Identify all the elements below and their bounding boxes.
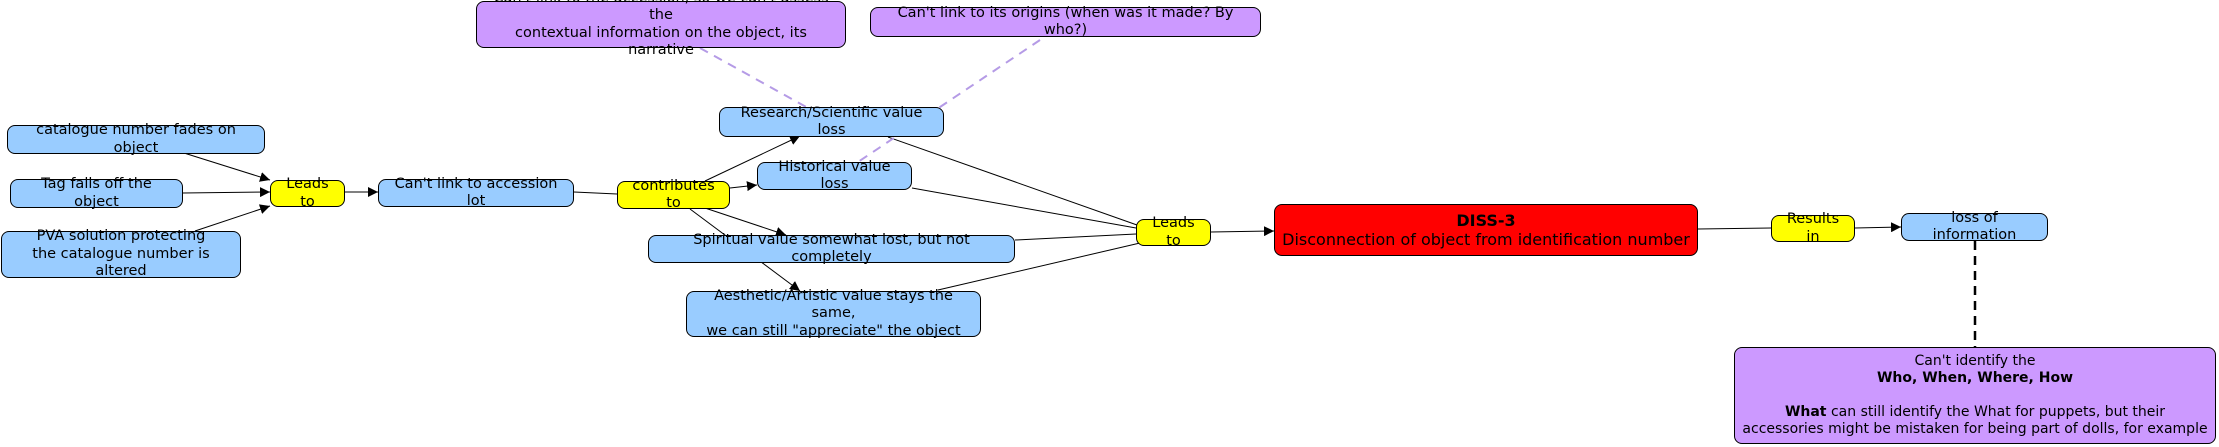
node-historical-value-label: Historical value loss xyxy=(778,158,891,192)
node-pva-solution[interactable]: PVA solution protecting the catalogue nu… xyxy=(1,228,241,280)
node-accession-lot[interactable]: Can't link to accession lot xyxy=(378,176,574,209)
node-loss-of-information[interactable]: loss of information xyxy=(1901,210,2048,243)
note-identify-what: What xyxy=(1784,404,1827,420)
node-spiritual-value[interactable]: Spiritual value somewhat lost, but not c… xyxy=(648,232,1015,265)
node-diss-3-title: DISS-3 xyxy=(1456,210,1516,230)
node-tag-falls-label: Tag falls off the object xyxy=(41,176,152,210)
linker-leads-to-2[interactable]: Leads to xyxy=(1136,215,1211,249)
node-diss-3-description: Disconnection of object from identificat… xyxy=(1282,230,1690,249)
edge-accession-to-contributes xyxy=(573,191,618,195)
note-link-accession xyxy=(699,47,809,109)
node-aesthetic-line-1: Aesthetic/Artistic value stays the same, xyxy=(714,287,953,322)
note-accession-line-1: Can't link to the accession, so we can't… xyxy=(493,0,828,24)
edge-tag-to-leads xyxy=(182,187,271,198)
note-cannot-identify[interactable]: Can't identify the Who, When, Where, How… xyxy=(1734,347,2216,444)
edge-contributes-to-spiritual xyxy=(704,207,787,237)
linker-results-in-label: Results in xyxy=(1786,211,1840,245)
node-pva-line-1: PVA solution protecting xyxy=(36,228,206,245)
edge-diss-to-results xyxy=(1697,227,1772,230)
note-identify-line-1: Can't identify the xyxy=(1914,353,2036,370)
linker-leads-to-1[interactable]: Leads to xyxy=(270,176,345,210)
node-tag-falls[interactable]: Tag falls off the object xyxy=(10,176,183,210)
note-origins[interactable]: Can't link to its origins (when was it m… xyxy=(870,4,1261,38)
linker-contributes-to-label: contributes to xyxy=(632,177,715,211)
node-diss-3[interactable]: DISS-3 Disconnection of object from iden… xyxy=(1274,204,1698,256)
node-accession-lot-label: Can't link to accession lot xyxy=(394,175,558,209)
node-loss-of-information-label: loss of information xyxy=(1932,209,2017,243)
linker-leads-to-1-label: Leads to xyxy=(286,176,329,210)
node-pva-line-2: the catalogue number is altered xyxy=(32,245,210,280)
note-accession-context[interactable]: Can't link to the accession, so we can't… xyxy=(476,0,846,58)
edge-results-to-loss xyxy=(1854,222,1902,233)
edge-catalogue-to-leads xyxy=(183,152,271,182)
linker-leads-to-2-label: Leads to xyxy=(1152,215,1195,249)
node-research-value-label: Research/Scientific value loss xyxy=(740,104,923,138)
edge-contributes-to-historical xyxy=(729,181,758,192)
note-origins-text: Can't link to its origins (when was it m… xyxy=(897,4,1234,38)
node-historical-value[interactable]: Historical value loss xyxy=(757,159,912,192)
linker-results-in[interactable]: Results in xyxy=(1771,211,1855,245)
edge-aesthetic-to-leads xyxy=(937,242,1141,291)
node-spiritual-value-label: Spiritual value somewhat lost, but not c… xyxy=(693,231,970,265)
edge-research-to-leads xyxy=(887,136,1138,226)
linker-contributes-to[interactable]: contributes to xyxy=(617,178,730,211)
node-aesthetic-line-2: we can still "appreciate" the object xyxy=(706,322,961,339)
note-identify-line-3: What can still identify the What for pup… xyxy=(1785,404,2165,421)
edge-contributes-to-research xyxy=(704,135,801,182)
node-aesthetic-value[interactable]: Aesthetic/Artistic value stays the same,… xyxy=(686,287,981,339)
note-identify-line-3-rest: can still identify the What for puppets,… xyxy=(1826,404,2166,420)
note-identify-line-2: Who, When, Where, How xyxy=(1876,370,2074,387)
node-catalogue-fades[interactable]: catalogue number fades on object xyxy=(7,122,265,156)
edge-pva-to-leads xyxy=(194,204,271,232)
edge-historical-to-leads xyxy=(911,187,1137,229)
node-catalogue-fades-label: catalogue number fades on object xyxy=(36,122,236,156)
note-accession-line-2: contextual information on the object, it… xyxy=(515,24,807,58)
note-link-origins xyxy=(857,39,1041,163)
edge-spiritual-to-leads xyxy=(1014,233,1137,241)
edge-leads-to-diss xyxy=(1210,226,1275,237)
node-research-value[interactable]: Research/Scientific value loss xyxy=(719,104,944,138)
note-identify-line-4: accessories might be mistaken for being … xyxy=(1742,420,2208,437)
